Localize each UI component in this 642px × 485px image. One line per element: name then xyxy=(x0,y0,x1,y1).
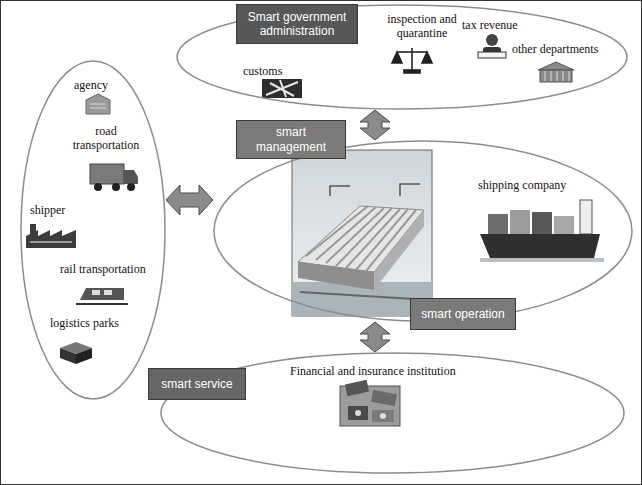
double-arrow xyxy=(360,110,390,140)
customs-icon xyxy=(262,79,302,98)
group-label: rail transportation xyxy=(60,262,146,276)
tax-icon xyxy=(478,34,506,58)
group-label: other departments xyxy=(512,42,598,56)
government-region: customs inspection and quarantinetax reve… xyxy=(176,4,628,110)
box-label: smart operation xyxy=(421,307,504,321)
factory-icon xyxy=(26,224,76,248)
group-label: logistics parks xyxy=(50,316,119,330)
group-label: tax revenue xyxy=(462,18,518,32)
money-icon xyxy=(340,380,400,426)
port-region: shipping companysmart managementsmart op… xyxy=(213,140,633,322)
group-label: inspection and quarantine xyxy=(380,12,464,41)
ellipse-outline xyxy=(213,140,633,322)
label-box: smart operation xyxy=(410,298,516,330)
agency-icon xyxy=(86,94,110,114)
port-photo xyxy=(292,150,432,316)
group-label: agency xyxy=(74,78,108,92)
box-label: smart management xyxy=(243,125,339,154)
logistics-icon xyxy=(60,342,92,364)
hinterland-region: agency road transportation shipper rail tra… xyxy=(20,60,166,400)
truck-icon xyxy=(90,164,138,191)
box-label: Smart government administration xyxy=(243,10,351,39)
group-label: customs xyxy=(243,64,282,78)
group-label: shipping company xyxy=(478,178,566,192)
ellipse-outline xyxy=(20,60,166,400)
scales-icon xyxy=(392,48,432,73)
header-box: Smart government administration xyxy=(236,4,358,44)
train-icon xyxy=(76,288,128,304)
finance-region: Financial and insurance institution smart… xyxy=(160,352,625,474)
group-label: Financial and insurance institution xyxy=(290,364,456,378)
group-label: road transportation xyxy=(64,124,148,153)
ship-icon xyxy=(480,200,604,262)
building-icon xyxy=(538,62,574,82)
ellipse-shape xyxy=(177,5,627,109)
label-box: smart management xyxy=(236,120,346,159)
double-arrow xyxy=(166,185,213,215)
ellipse-shape xyxy=(214,141,632,321)
double-arrow xyxy=(360,322,390,352)
label-box: smart service xyxy=(148,368,246,400)
group-label: shipper xyxy=(30,203,65,217)
ellipse-shape xyxy=(21,61,165,399)
box-label: smart service xyxy=(161,377,232,391)
